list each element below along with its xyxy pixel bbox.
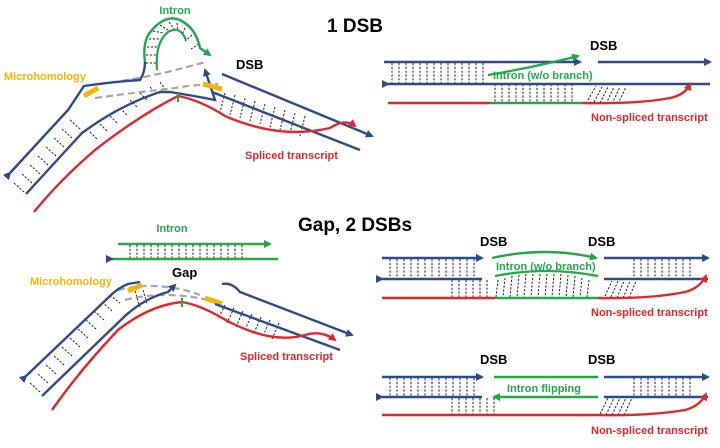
bottom-right-lower-right-ladder xyxy=(599,378,691,416)
top-left-spliced-transcript xyxy=(33,94,357,213)
bottom-left-dna-strand-outer xyxy=(18,280,141,384)
top-right-intron-label: Intron (w/o branch) xyxy=(493,70,593,82)
top-left-intron-hairpin-ladder xyxy=(146,21,200,64)
top-left-dsb-label: DSB xyxy=(236,57,263,72)
bottom-left-gap-label: Gap xyxy=(172,265,197,280)
bottom-right-lower-intron-label: Intron flipping xyxy=(507,383,581,395)
top-left-microhomology-mark-2 xyxy=(202,81,223,92)
bottom-right-upper-right-ladder xyxy=(604,259,691,299)
bottom-right-lower-dsb-left: DSB xyxy=(480,352,507,367)
top-right-right-ladder xyxy=(587,85,627,105)
bottom-right-upper-intron-arc-bottom xyxy=(494,269,599,278)
bottom-right-lower-nonspliced-label: Non-spliced transcript xyxy=(591,425,708,437)
top-right-nonspliced-label: Non-spliced transcript xyxy=(591,112,708,124)
top-left-basepair-ladder xyxy=(13,81,306,193)
top-right-panel: DSB Intron (w/o branch) Non-spliced tran… xyxy=(382,38,712,124)
top-left-dna-right-lower xyxy=(211,90,361,152)
top-left-dna-strand-outer xyxy=(2,61,147,181)
bottom-right-lower-mid-ladder xyxy=(451,398,495,414)
top-left-intron-label: Intron xyxy=(159,5,190,17)
bottom-left-dna-right-upper xyxy=(221,282,354,337)
bottom-left-panel: Intron Microhomology Gap Spliced transcr… xyxy=(18,223,354,411)
bottom-right-upper-left-ladder xyxy=(389,259,475,278)
bottom-left-microhomology-mark-2 xyxy=(204,295,223,307)
bottom-right-lower-left-ladder xyxy=(389,378,475,396)
bottom-right-upper-intron-arc-top xyxy=(491,250,598,261)
bottom-right-upper-transcript-right xyxy=(597,274,708,300)
bottom-left-microhomology-mark xyxy=(127,282,143,294)
bottom-right-upper-nonspliced-label: Non-spliced transcript xyxy=(591,307,708,319)
top-left-microhomology-mark xyxy=(82,85,100,99)
bottom-left-intron-ladder xyxy=(129,245,243,258)
bottom-left-dna-strand-inner xyxy=(41,283,177,397)
top-left-dna-right-upper xyxy=(221,72,374,138)
top-left-dna-strand-inner xyxy=(25,68,217,195)
bottom-right-upper-intron-ladder xyxy=(451,273,590,298)
bottom-right-lower-panel: DSB DSB Intron flipping Non-spliced tran… xyxy=(376,352,710,437)
top-left-panel: Intron Microhomology DSB Spliced transcr… xyxy=(2,5,374,213)
bottom-left-intron-label: Intron xyxy=(156,223,187,235)
top-right-dsb-label: DSB xyxy=(590,38,617,53)
bottom-left-spliced-label: Spliced transcript xyxy=(240,351,333,363)
bottom-left-basepair-ladder xyxy=(29,289,280,393)
top-right-transcript-right xyxy=(582,82,692,105)
top-right-intron-top xyxy=(487,53,580,77)
top-left-dashed-connector xyxy=(99,60,206,86)
bottom-right-lower-dsb-right: DSB xyxy=(588,352,615,367)
bottom-right-upper-dsb-right: DSB xyxy=(588,234,615,249)
top-left-microhomology-label: Microhomology xyxy=(4,71,87,83)
top-title: 1 DSB xyxy=(327,16,383,37)
bottom-right-upper-intron-label: Intron (w/o branch) xyxy=(496,261,596,273)
bottom-left-microhomology-label: Microhomology xyxy=(30,276,113,288)
bottom-left-spliced-transcript xyxy=(51,300,337,411)
top-left-intron-strand xyxy=(143,17,212,63)
bottom-right-lower-transcript-right xyxy=(597,392,708,417)
bottom-left-dna-right-lower xyxy=(214,302,341,352)
bottom-right-upper-panel: DSB DSB Intron (w/o branch) Non-spliced … xyxy=(376,234,710,319)
top-left-intron-strand-2 xyxy=(155,28,188,71)
bottom-title: Gap, 2 DSBs xyxy=(298,215,412,236)
bottom-right-upper-dsb-left: DSB xyxy=(480,234,507,249)
top-right-left-ladder xyxy=(391,63,484,83)
top-right-intron-ladder xyxy=(494,84,573,102)
top-left-spliced-label: Spliced transcript xyxy=(245,150,338,162)
